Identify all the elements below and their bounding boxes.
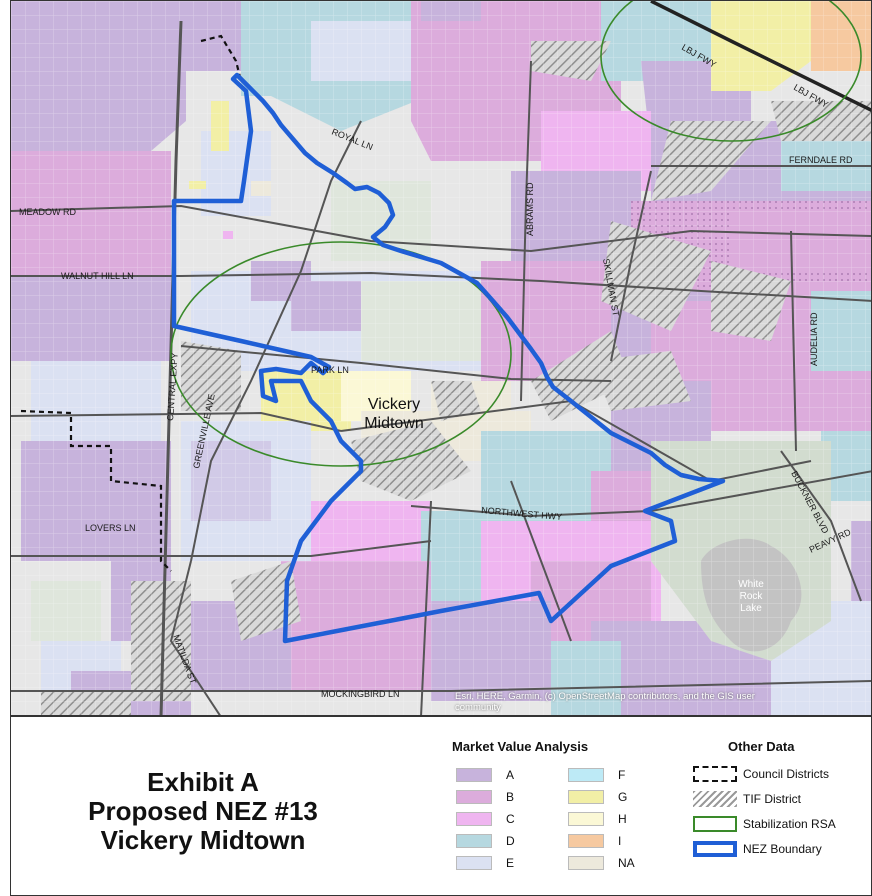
label-park-ln: PARK LN (311, 365, 349, 375)
svg-text:Vickery: Vickery (368, 396, 420, 413)
label-mockingbird-ln: MOCKINGBIRD LN (321, 689, 400, 699)
mva-swatch-i (568, 834, 604, 848)
mva-legend-item-d: D (456, 833, 515, 849)
svg-text:Midtown: Midtown (364, 415, 424, 432)
mva-swatch-b (456, 790, 492, 804)
mva-legend-item-i: I (568, 833, 621, 849)
mva-swatch-c (456, 812, 492, 826)
svg-text:White: White (738, 579, 764, 590)
label-walnut-hill-ln: WALNUT HILL LN (61, 271, 134, 281)
lake-label: White Rock Lake (738, 579, 764, 614)
label-ferndale-rd: FERNDALE RD (789, 155, 853, 165)
label-lovers-ln: LOVERS LN (85, 523, 136, 533)
svg-text:Rock: Rock (740, 591, 764, 602)
label-abrams-rd: ABRAMS RD (525, 182, 535, 236)
area-label-vickery-midtown: Vickery Midtown (364, 396, 424, 432)
tif-district-icon (693, 791, 737, 807)
legend-panel: Exhibit A Proposed NEZ #13 Vickery Midto… (10, 716, 872, 896)
mva-swatch-g (568, 790, 604, 804)
stabilization-rsa-north (600, 1, 862, 142)
mva-swatch-a (456, 768, 492, 782)
map-attribution: Esri, HERE, Garmin, (c) OpenStreetMap co… (455, 691, 755, 713)
label-central-expy: CENTRAL EXPY (165, 352, 180, 421)
mva-swatch-e (456, 856, 492, 870)
mva-legend-item-h: H (568, 811, 627, 827)
mva-swatch-h (568, 812, 604, 826)
mva-legend-item-a: A (456, 767, 514, 783)
council-district-boundary (20, 34, 243, 572)
mva-legend-item-c: C (456, 811, 515, 827)
street-grid (11, 1, 871, 715)
legend-item-nez-boundary: NEZ Boundary (693, 841, 822, 857)
legend-item-tif-district: TIF District (693, 791, 801, 807)
mva-swatch-d (456, 834, 492, 848)
mva-heading: Market Value Analysis (452, 739, 589, 754)
mva-swatch-na (568, 856, 604, 870)
map-frame[interactable]: ROYAL LN MEADOW RD WALNUT HILL LN PARK L… (10, 0, 872, 716)
mva-legend-item-b: B (456, 789, 514, 805)
label-audelia-rd: AUDELIA RD (809, 312, 819, 366)
mva-legend-item-f: F (568, 767, 625, 783)
nez-boundary (171, 72, 726, 644)
svg-text:Lake: Lake (740, 603, 762, 614)
exhibit-title-line-3: Vickery Midtown (100, 825, 306, 855)
lbj-freeway (650, 1, 871, 112)
other-data-heading: Other Data (728, 739, 795, 754)
legend-item-stabilization-rsa: Stabilization RSA (693, 816, 836, 832)
mva-swatch-f (568, 768, 604, 782)
exhibit-title-line-2: Proposed NEZ #13 (88, 796, 318, 826)
legend-item-council-districts: Council Districts (693, 766, 829, 782)
mva-legend-item-e: E (456, 855, 514, 871)
nez-boundary-icon (693, 841, 737, 857)
council-districts-icon (693, 766, 737, 782)
exhibit-title: Exhibit A Proposed NEZ #13 Vickery Midto… (73, 768, 333, 855)
mva-legend-item-na: NA (568, 855, 635, 871)
exhibit-title-line-1: Exhibit A (147, 767, 259, 797)
label-meadow-rd: MEADOW RD (19, 207, 76, 217)
stabilization-rsa-midtown (170, 241, 512, 467)
mva-legend-item-g: G (568, 789, 627, 805)
map-canvas[interactable]: ROYAL LN MEADOW RD WALNUT HILL LN PARK L… (11, 1, 872, 716)
stabilization-rsa-icon (693, 816, 737, 832)
